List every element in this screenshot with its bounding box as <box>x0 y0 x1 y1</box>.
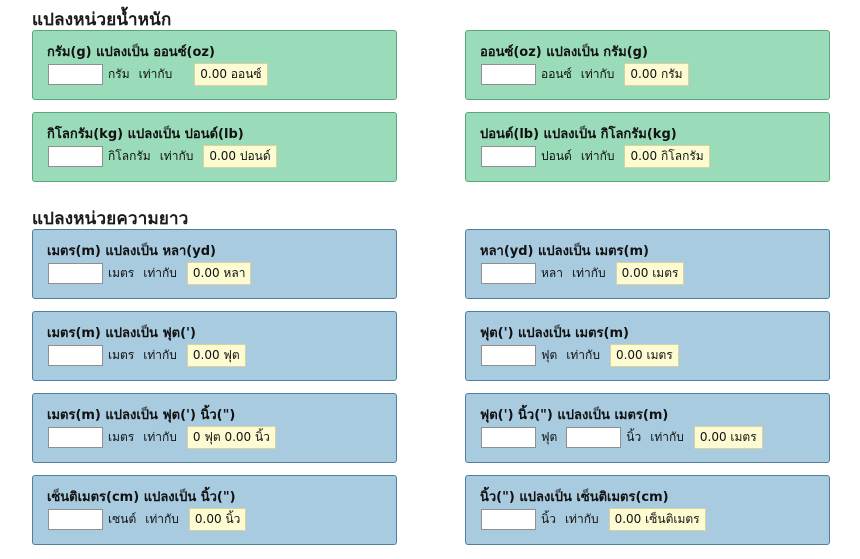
card-title: เมตร(m) แปลงเป็น หลา(yd) <box>47 244 216 259</box>
unit-label: ออนซ์ <box>541 66 572 81</box>
result-value: 0.00 เมตร <box>609 343 679 367</box>
card-title: เมตร(m) แปลงเป็น ฟุต(') นิ้ว(") <box>47 408 236 423</box>
card-title: กรัม(g) แปลงเป็น ออนซ์(oz) <box>47 45 215 60</box>
unit-label: กรัม <box>108 66 130 81</box>
equals-label: เท่ากับ <box>564 511 599 526</box>
equals-label: เท่ากับ <box>566 347 600 362</box>
unit-label-2: นิ้ว <box>626 429 642 444</box>
inches-input[interactable] <box>566 426 622 448</box>
unit-label: ฟุต <box>541 429 558 444</box>
result-value: 0.00 หลา <box>186 261 252 285</box>
meters-input[interactable] <box>48 344 103 366</box>
m-to-ft-card: เมตร(m) แปลงเป็น ฟุต(') เมตร เท่ากับ 0.0… <box>32 311 397 381</box>
equals-label: เท่ากับ <box>143 347 177 362</box>
card-title: ฟุต(') นิ้ว(") แปลงเป็น เมตร(m) <box>480 408 669 423</box>
card-title: หลา(yd) แปลงเป็น เมตร(m) <box>480 244 649 259</box>
result-value: 0.00 เมตร <box>693 425 763 449</box>
inches-input[interactable] <box>481 508 536 530</box>
unit-label: นิ้ว <box>541 511 556 526</box>
card-title: ออนซ์(oz) แปลงเป็น กรัม(g) <box>480 45 648 60</box>
length-section-title: แปลงหน่วยความยาว <box>32 209 189 229</box>
equals-label: เท่ากับ <box>143 429 177 444</box>
result-value: 0.00 เมตร <box>615 261 685 285</box>
card-title: กิโลกรัม(kg) แปลงเป็น ปอนด์(lb) <box>47 127 244 142</box>
g-to-oz-card: กรัม(g) แปลงเป็น ออนซ์(oz) กรัม เท่ากับ … <box>32 30 397 100</box>
ft-in-to-m-card: ฟุต(') นิ้ว(") แปลงเป็น เมตร(m) ฟุต นิ้ว… <box>465 393 830 463</box>
pounds-input[interactable] <box>481 145 536 167</box>
meters-input[interactable] <box>48 426 103 448</box>
kilograms-input[interactable] <box>48 145 103 167</box>
lb-to-kg-card: ปอนด์(lb) แปลงเป็น กิโลกรัม(kg) ปอนด์ เท… <box>465 112 830 182</box>
result-value: 0.00 เซ็นติเมตร <box>608 507 706 531</box>
equals-label: เท่ากับ <box>572 265 606 280</box>
result-value: 0.00 ปอนด์ <box>203 144 277 168</box>
unit-label: กิโลกรัม <box>108 148 151 163</box>
unit-label: เมตร <box>108 347 135 362</box>
result-value: 0 ฟุต 0.00 นิ้ว <box>186 425 276 449</box>
meters-input[interactable] <box>48 262 103 284</box>
m-to-yd-card: เมตร(m) แปลงเป็น หลา(yd) เมตร เท่ากับ 0.… <box>32 229 397 299</box>
result-value: 0.00 กิโลกรัม <box>624 144 710 168</box>
kg-to-lb-card: กิโลกรัม(kg) แปลงเป็น ปอนด์(lb) กิโลกรัม… <box>32 112 397 182</box>
equals-label: เท่ากับ <box>650 429 684 444</box>
m-to-ft-in-card: เมตร(m) แปลงเป็น ฟุต(') นิ้ว(") เมตร เท่… <box>32 393 397 463</box>
unit-label: หลา <box>541 265 564 280</box>
ounces-input[interactable] <box>481 63 536 85</box>
grams-input[interactable] <box>48 63 103 85</box>
unit-label: ปอนด์ <box>541 148 572 163</box>
equals-label: เท่ากับ <box>159 148 194 163</box>
equals-label: เท่ากับ <box>580 66 615 81</box>
result-value: 0.00 นิ้ว <box>188 507 247 531</box>
equals-label: เท่ากับ <box>145 511 179 526</box>
card-title: ปอนด์(lb) แปลงเป็น กิโลกรัม(kg) <box>480 127 677 142</box>
unit-label: เซนต์ <box>108 511 137 526</box>
card-title: นิ้ว(") แปลงเป็น เซ็นติเมตร(cm) <box>480 490 669 505</box>
unit-label: ฟุต <box>541 347 558 362</box>
card-title: เซ็นติเมตร(cm) แปลงเป็น นิ้ว(") <box>47 490 236 505</box>
feet-input[interactable] <box>481 344 536 366</box>
feet-input[interactable] <box>481 426 536 448</box>
card-title: เมตร(m) แปลงเป็น ฟุต(') <box>47 326 196 341</box>
equals-label: เท่ากับ <box>138 66 173 81</box>
weight-section-title: แปลงหน่วยน้ำหนัก <box>32 10 172 30</box>
oz-to-g-card: ออนซ์(oz) แปลงเป็น กรัม(g) ออนซ์ เท่ากับ… <box>465 30 830 100</box>
yards-input[interactable] <box>481 262 536 284</box>
centimeters-input[interactable] <box>48 508 103 530</box>
ft-to-m-card: ฟุต(') แปลงเป็น เมตร(m) ฟุต เท่ากับ 0.00… <box>465 311 830 381</box>
result-value: 0.00 ออนซ์ <box>194 62 268 86</box>
equals-label: เท่ากับ <box>580 148 615 163</box>
cm-to-in-card: เซ็นติเมตร(cm) แปลงเป็น นิ้ว(") เซนต์ เท… <box>32 475 397 545</box>
card-title: ฟุต(') แปลงเป็น เมตร(m) <box>480 326 629 341</box>
unit-label: เมตร <box>108 265 135 280</box>
in-to-cm-card: นิ้ว(") แปลงเป็น เซ็นติเมตร(cm) นิ้ว เท่… <box>465 475 830 545</box>
equals-label: เท่ากับ <box>143 265 177 280</box>
unit-label: เมตร <box>108 429 135 444</box>
result-value: 0.00 ฟุต <box>186 343 246 367</box>
yd-to-m-card: หลา(yd) แปลงเป็น เมตร(m) หลา เท่ากับ 0.0… <box>465 229 830 299</box>
result-value: 0.00 กรัม <box>624 62 689 86</box>
